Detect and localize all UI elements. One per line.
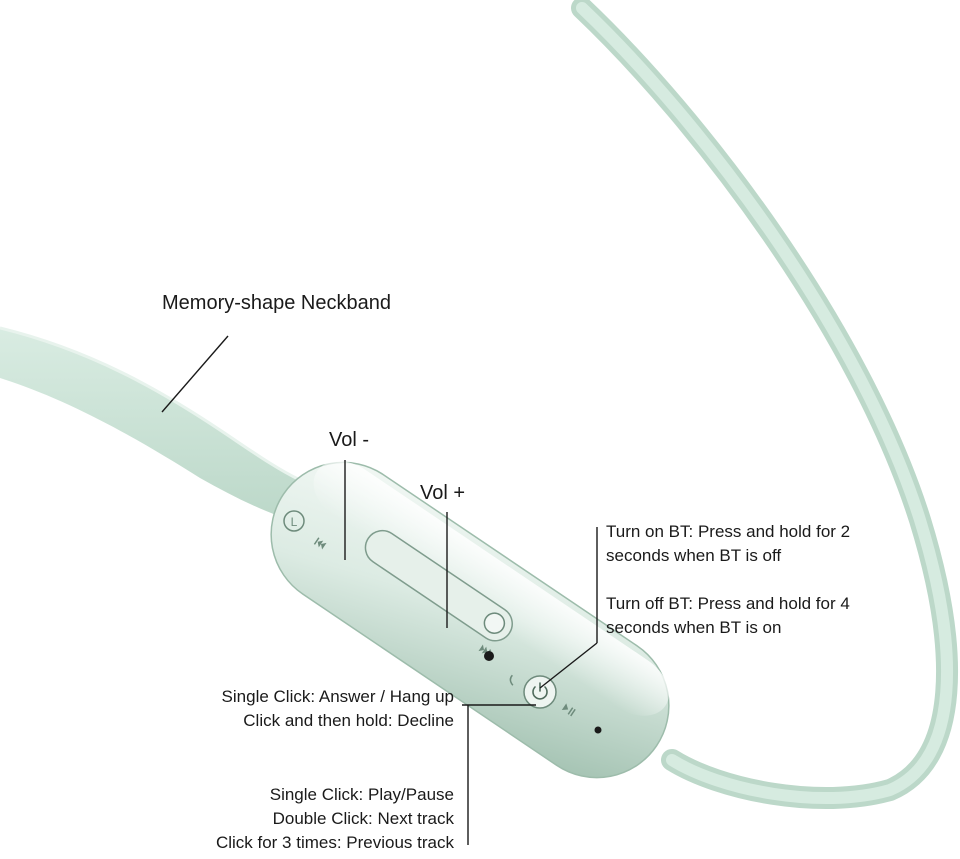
bt-off-line-1: Turn off BT: Press and hold for 4 [606,594,850,613]
call-line-2: Click and then hold: Decline [243,711,454,730]
svg-text:L: L [291,515,298,529]
leader-neckband [161,335,229,413]
neckband-band-left [0,328,300,520]
neckband-label: Memory-shape Neckband [162,292,391,314]
bt-on-instructions: Turn on BT: Press and hold for 2 seconds… [606,520,850,568]
media-line-1: Single Click: Play/Pause [269,785,454,804]
play-pause-icon [561,703,576,717]
bt-on-line-2: seconds when BT is off [606,546,782,565]
call-line-1: Single Click: Answer / Hang up [221,687,454,706]
volume-rocker[interactable] [359,524,519,647]
media-line-3: Click for 3 times: Previous track [215,833,454,852]
power-icon [532,682,548,700]
call-icon [509,674,514,686]
power-button[interactable] [523,675,557,709]
vol-plus-button[interactable] [481,609,509,637]
bt-on-line-1: Turn on BT: Press and hold for 2 [606,522,851,541]
bt-off-line-2: seconds when BT is on [606,618,782,637]
media-instructions: Single Click: Play/Pause Double Click: N… [216,783,454,855]
leader-lines [161,335,598,845]
vol-minus-label: Vol - [329,429,370,451]
call-instructions: Single Click: Answer / Hang up Click and… [222,685,454,733]
leader-bt-diag [539,642,598,689]
vol-plus-label: Vol + [420,482,466,504]
microphone-hole-icon [484,651,494,661]
remote-controller [270,461,670,779]
left-side-marker-icon: L [283,510,305,532]
previous-track-icon [313,537,327,550]
neckband-cable-right-highlight [576,2,953,804]
neckband-band-left-edge [0,326,301,482]
microphone-hole-icon [594,726,602,734]
bt-off-instructions: Turn off BT: Press and hold for 4 second… [606,592,850,640]
media-line-2: Double Click: Next track [272,809,454,828]
